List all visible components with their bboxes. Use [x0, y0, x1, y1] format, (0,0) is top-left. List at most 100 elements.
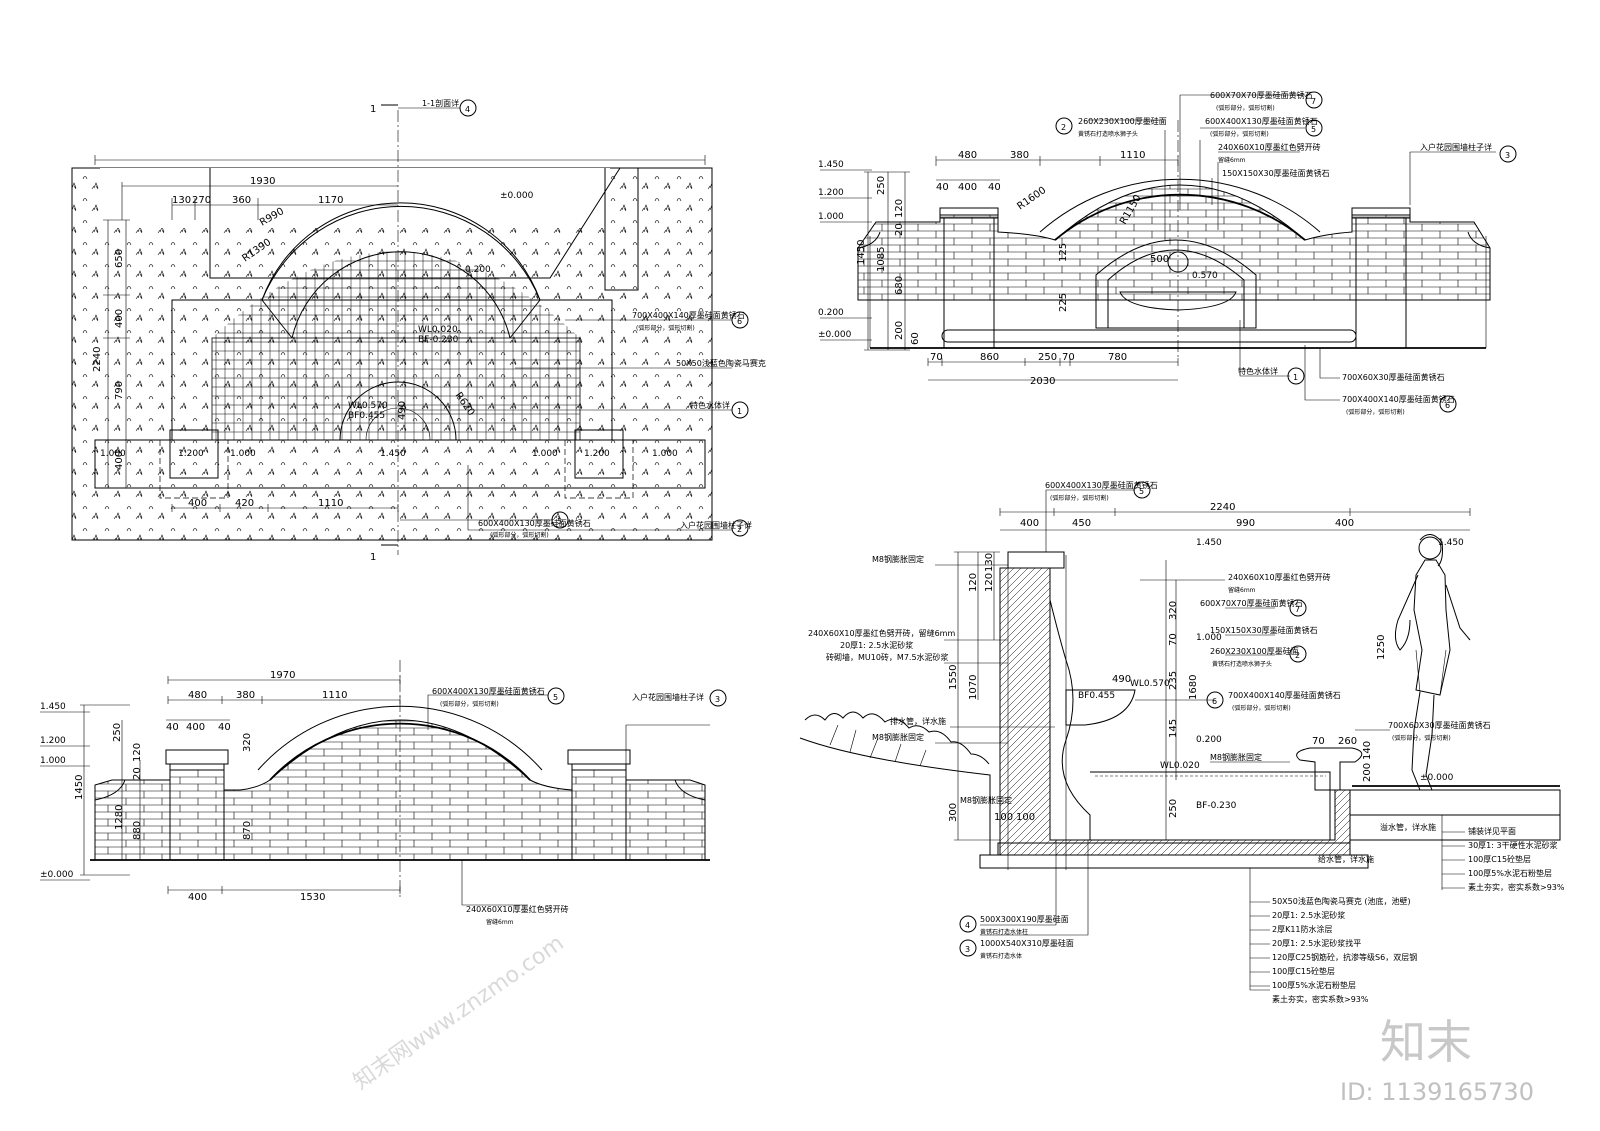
- section-dim-400a: 400: [1020, 518, 1039, 529]
- section-dim-260: 260: [1338, 736, 1357, 747]
- section-mark-bottom: 1: [370, 552, 376, 563]
- section-dim-1250: 1250: [1376, 635, 1387, 660]
- svg-text:6: 6: [737, 317, 742, 326]
- plan-dim-1930: 1930: [250, 176, 275, 187]
- rear-dim-120: 120: [132, 743, 143, 762]
- svg-text:(弧形部分，弧形切割): (弧形部分，弧形切割): [636, 324, 695, 332]
- front-dim-860: 860: [980, 352, 999, 363]
- plan-level-wl0570: WL0.570: [348, 401, 388, 411]
- section-level-0-paving: ±0.000: [1420, 773, 1454, 783]
- section-dim-235: 235: [1168, 671, 1179, 690]
- rear-level-1200: 1.200: [40, 736, 66, 746]
- svg-text:5: 5: [1139, 487, 1144, 496]
- front-dim-680: 680: [894, 276, 905, 295]
- plan-dim-270: 270: [192, 195, 211, 206]
- front-dim-125: 125: [1058, 243, 1069, 262]
- svg-text:7: 7: [1311, 97, 1316, 106]
- section-dim-100b: 100: [1016, 812, 1035, 823]
- svg-text:500X300X190厚墨硅面: 500X300X190厚墨硅面: [980, 914, 1069, 924]
- svg-text:700X400X140厚墨硅面黄锈石: 700X400X140厚墨硅面黄锈石: [632, 310, 745, 320]
- svg-text:3: 3: [715, 695, 720, 704]
- svg-text:2: 2: [1295, 651, 1300, 660]
- svg-text:留缝6mm: 留缝6mm: [1218, 156, 1246, 164]
- plan-basin: [339, 381, 457, 441]
- rear-dim-1970: 1970: [270, 670, 295, 681]
- section-level-0200: 0.200: [1196, 735, 1222, 745]
- front-dim-380: 380: [1010, 150, 1029, 161]
- layer-4: 20厚1: 2.5水泥砂浆找平: [1272, 938, 1361, 948]
- front-dim-250: 250: [876, 176, 887, 195]
- front-feature-niche: [1107, 249, 1245, 329]
- svg-text:240X60X10厚墨红色劈开砖: 240X60X10厚墨红色劈开砖: [1228, 572, 1331, 582]
- section-level-wl0020: WL0.020: [1160, 761, 1200, 771]
- section-notes-left: M8钢膨胀固定 240X60X10厚墨红色劈开砖，留缝6mm 20厚1: 2.5…: [808, 554, 1055, 805]
- section-dim-145: 145: [1168, 719, 1179, 738]
- svg-text:4: 4: [965, 921, 970, 930]
- svg-text:1000X540X310厚墨硅面: 1000X540X310厚墨硅面: [980, 938, 1074, 948]
- plan-dim-bottom-1110: 1110: [318, 498, 343, 509]
- svg-text:7: 7: [1295, 605, 1300, 614]
- front-dim-1110: 1110: [1120, 150, 1145, 161]
- section-notes-bottom-left: 4 500X300X190厚墨硅面 黄锈石打造水体柱 3 1000X540X31…: [959, 840, 1089, 960]
- front-dim-1085: 1085: [876, 247, 887, 272]
- section-dim-120b: 120: [968, 573, 979, 592]
- section-dim-100a: 100: [994, 812, 1013, 823]
- section-dim-200: 200: [1362, 763, 1373, 782]
- svg-text:2: 2: [1061, 123, 1066, 132]
- svg-text:150X150X30厚墨硅面黄锈石: 150X150X30厚墨硅面黄锈石: [1222, 168, 1330, 178]
- layer-7: 100厚5%水泥石粉垫层: [1272, 980, 1356, 990]
- front-dim-40a: 40: [936, 182, 949, 193]
- section-dim-450: 450: [1072, 518, 1091, 529]
- front-level-1450: 1.450: [818, 160, 844, 170]
- plan-note-3: 特色水体详 1: [690, 400, 749, 419]
- layer-5: 120厚C25钢筋砼，抗渗等级S6，双层钢: [1272, 952, 1417, 962]
- paving-3: 100厚C15砼垫层: [1468, 854, 1531, 864]
- layer-1: 50X50浅蓝色陶瓷马赛克 (池底，池壁): [1272, 896, 1411, 906]
- rear-dim-380: 380: [236, 690, 255, 701]
- section-note-wall: 砖砌墙，MU10砖，M7.5水泥砂浆: [826, 652, 949, 662]
- brand-logo: 知末: [1380, 1015, 1472, 1069]
- rear-dim-870: 870: [242, 821, 253, 840]
- rear-level-1450: 1.450: [40, 702, 66, 712]
- svg-text:1: 1: [737, 407, 742, 416]
- svg-text:M8钢膨胀固定: M8钢膨胀固定: [1210, 752, 1262, 762]
- svg-text:240X60X10厚墨红色劈开砖: 240X60X10厚墨红色劈开砖: [466, 904, 569, 914]
- front-dim-480: 480: [958, 150, 977, 161]
- front-radius-1600: R1600: [1015, 185, 1048, 213]
- rear-dim-1110: 1110: [322, 690, 347, 701]
- svg-text:入户花园围墙柱子详: 入户花园围墙柱子详: [632, 692, 704, 702]
- front-note-7: 特色水体详 1: [1238, 366, 1305, 385]
- plan-level-bf: BF-0.230: [418, 335, 459, 345]
- rear-note-3: 240X60X10厚墨红色劈开砖 留缝6mm: [466, 904, 569, 926]
- plan-section-ref: 4: [465, 105, 470, 114]
- svg-text:黄锈石打造水体: 黄锈石打造水体: [980, 952, 1022, 960]
- section-note-r2: 240X60X10厚墨红色劈开砖 留缝6mm: [1228, 572, 1331, 594]
- section-note-m8-b: M8钢膨胀固定: [872, 732, 924, 742]
- front-note-9: 700X400X140厚墨硅面黄锈石 (弧形部分，弧形切割) 6: [1342, 394, 1457, 416]
- svg-text:260X230X100厚墨硅面: 260X230X100厚墨硅面: [1210, 646, 1299, 656]
- section-person: [1394, 534, 1471, 791]
- svg-text:(弧形部分，弧形切割): (弧形部分，弧形切割): [1210, 130, 1269, 138]
- section-mark-top: 1: [370, 104, 376, 115]
- svg-text:黄锈石打造喷水狮子头: 黄锈石打造喷水狮子头: [1078, 130, 1138, 138]
- section-note-r5: 260X230X100厚墨硅面 黄锈石打造喷水狮子头 2: [1210, 645, 1307, 668]
- section-dim-2240: 2240: [1210, 502, 1235, 513]
- section-dim-1070: 1070: [968, 675, 979, 700]
- front-dim-40b: 40: [988, 182, 1001, 193]
- front-level-0200: 0.200: [818, 308, 844, 318]
- plan-dim-130: 130: [172, 195, 191, 206]
- section-dim-250: 250: [1168, 799, 1179, 818]
- section-note-r8: 700X60X30厚墨硅面黄锈石 (弧形部分，弧形切割): [1388, 720, 1491, 742]
- watermark: 知末网www.znzmo.com: [349, 931, 569, 1095]
- front-level-1200: 1.200: [818, 188, 844, 198]
- section-note-r4: 150X150X30厚墨硅面黄锈石: [1210, 625, 1318, 635]
- svg-text:入户花园围墙柱子详: 入户花园围墙柱子详: [1420, 142, 1492, 152]
- front-dim-60: 60: [910, 332, 921, 345]
- plan-note-5: 600X400X130厚墨硅面黄锈石 (弧形部分，弧形切割) 5: [478, 511, 591, 539]
- svg-text:600X400X130厚墨硅面黄锈石: 600X400X130厚墨硅面黄锈石: [1205, 116, 1318, 126]
- section-dim-990: 990: [1236, 518, 1255, 529]
- svg-text:(弧形部分，弧形切割): (弧形部分，弧形切割): [1392, 734, 1451, 742]
- rear-note-1: 600X400X130厚墨硅面黄锈石 (弧形部分，弧形切割) 5: [432, 686, 565, 708]
- svg-text:入户花园围墙柱子详: 入户花园围墙柱子详: [680, 520, 752, 530]
